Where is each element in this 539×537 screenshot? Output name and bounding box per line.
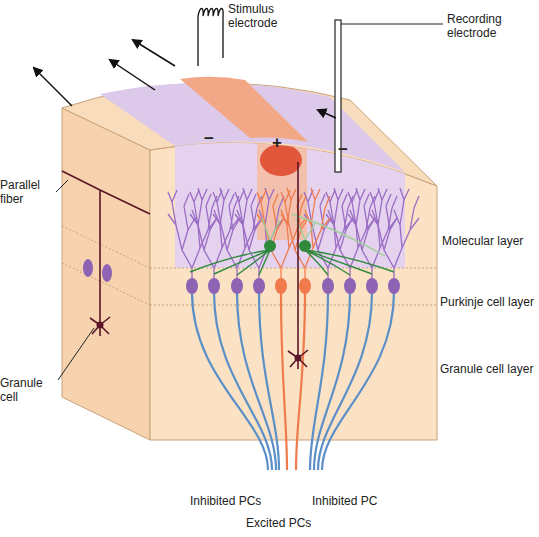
- purkinje-dendrites: [168, 188, 419, 280]
- cell-group-label: Excited PCs: [246, 516, 336, 530]
- purkinje-axons: [322, 292, 394, 470]
- fiber-arrow: [34, 68, 72, 106]
- purkinje-soma: [275, 278, 287, 294]
- purkinje-axons: [314, 292, 350, 470]
- granule-soma: [295, 355, 302, 362]
- basket-cell: [299, 240, 311, 252]
- polarity-sign: −: [204, 130, 218, 148]
- purkinje-axons: [310, 292, 328, 470]
- basket-axons: [305, 250, 372, 274]
- purkinje-soma: [366, 278, 378, 294]
- purkinje-axons: [237, 292, 276, 470]
- purkinje-dendrites: [168, 188, 217, 280]
- golgi-cell: [83, 259, 93, 277]
- cell-group-label: Inhibited PCs: [190, 494, 280, 508]
- structure-label: Granule cell: [0, 376, 58, 404]
- fiber-arrow: [110, 60, 155, 90]
- electrode-label: Stimulus electrode: [228, 2, 288, 30]
- purkinje-dendrites: [348, 188, 397, 280]
- basket-axons: [190, 214, 394, 275]
- purkinje-soma: [344, 278, 356, 294]
- fiber-arrow: [34, 40, 336, 118]
- purkinje-soma: [231, 278, 243, 294]
- basket-axons: [305, 250, 350, 275]
- basket-axons: [305, 250, 328, 275]
- basket-axons: [259, 250, 270, 275]
- basket-axons: [292, 214, 385, 256]
- purkinje-soma: [322, 278, 334, 294]
- purkinje-axons: [259, 292, 279, 470]
- layer-label: Purkinje cell layer: [440, 295, 539, 309]
- electrode-label: Recording electrode: [447, 12, 527, 40]
- stimulated-band: [180, 77, 308, 142]
- granule-soma: [97, 322, 104, 329]
- purkinje-axons: [214, 292, 272, 470]
- purkinje-soma: [299, 278, 311, 294]
- basket-cell: [264, 240, 276, 252]
- leader-line: [56, 180, 94, 380]
- fiber-arrow: [133, 40, 175, 66]
- leader-line: [341, 24, 443, 25]
- purkinje-dendrites: [213, 188, 262, 280]
- stimulus-electrode: [198, 9, 223, 17]
- structure-label: Parallel fiber: [0, 178, 56, 206]
- granule-cell: [297, 162, 299, 358]
- purkinje-soma: [388, 278, 400, 294]
- stimulus-electrode: [198, 9, 223, 67]
- purkinje-dendrites: [281, 188, 330, 280]
- purkinje-axons: [192, 292, 268, 470]
- stimulus-electrode: [197, 16, 198, 66]
- granule-cell: [62, 171, 150, 325]
- layer-boundary: [62, 263, 150, 305]
- purkinje-soma: [208, 278, 220, 294]
- layer-boundary: [62, 226, 150, 268]
- purkinje-dendrites: [235, 188, 284, 280]
- purkinje-axons: [281, 292, 287, 470]
- golgi-cell: [102, 264, 112, 282]
- layer-label: Molecular layer: [442, 234, 539, 248]
- basket-axons: [262, 218, 316, 240]
- granule-cell: [62, 162, 308, 369]
- granule-cell: [288, 350, 308, 369]
- basket-axons: [214, 250, 270, 274]
- purkinje-axons: [318, 292, 372, 470]
- leader-line: [58, 328, 94, 380]
- left-face: [62, 108, 150, 440]
- polarity-sign: +: [272, 134, 286, 152]
- cell-group-label: Inhibited PC: [312, 494, 402, 508]
- purkinje-soma: [186, 278, 198, 294]
- basket-axons: [237, 250, 270, 275]
- purkinje-soma: [253, 278, 265, 294]
- layer-label: Granule cell layer: [440, 362, 539, 376]
- granule-cell: [90, 317, 110, 336]
- stimulus-electrode: [222, 16, 223, 58]
- purkinje-axons: [192, 292, 394, 470]
- leader-line: [56, 180, 68, 192]
- basket-axons: [190, 250, 270, 272]
- polarity-sign: −: [338, 141, 352, 159]
- purkinje-soma: [186, 278, 400, 294]
- fiber-arrow: [318, 110, 336, 118]
